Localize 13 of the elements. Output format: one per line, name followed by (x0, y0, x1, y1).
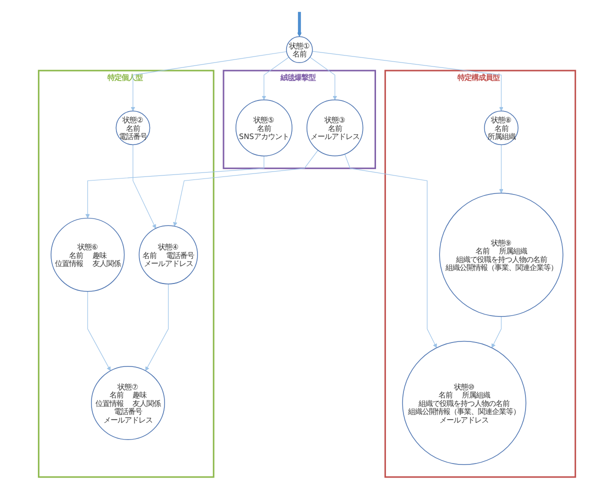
arrow (312, 50, 504, 112)
arrow (173, 150, 318, 226)
arrow (310, 56, 338, 100)
arrow (297, 12, 302, 37)
arrow (262, 56, 290, 100)
arrow (492, 316, 502, 348)
arrow (499, 144, 504, 194)
arrow (85, 156, 264, 218)
arrow (132, 144, 156, 229)
arrow (87, 291, 111, 371)
arrow (130, 51, 287, 112)
arrow (145, 284, 169, 371)
arrow (344, 154, 437, 348)
